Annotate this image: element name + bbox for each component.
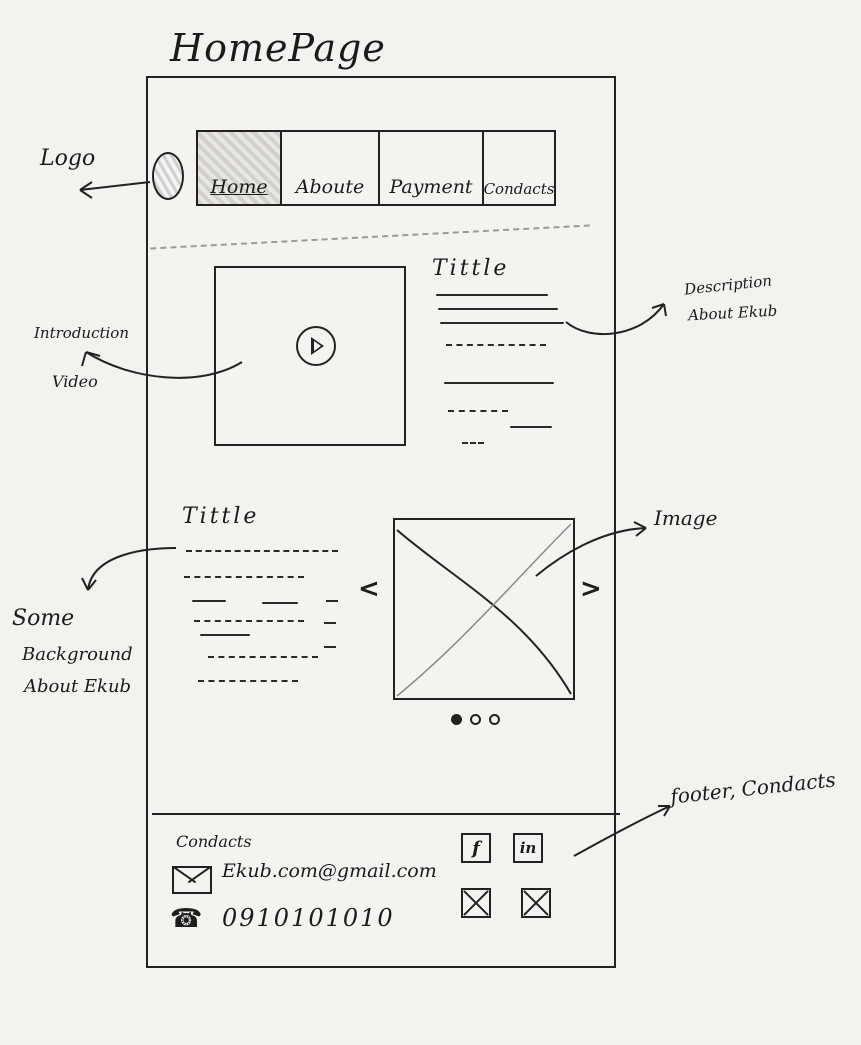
annotation-background-2: Background	[22, 644, 133, 665]
intro-title: Tittle	[432, 256, 510, 281]
carousel-next-button[interactable]: >	[580, 574, 602, 604]
carousel-prev-button[interactable]: <	[358, 574, 380, 604]
image-placeholder-icon	[396, 523, 572, 697]
nav-bar: Home Aboute Payment Condacts	[196, 130, 556, 206]
nav-item-contacts[interactable]: Condacts	[483, 180, 555, 198]
linkedin-icon[interactable]: in	[513, 833, 543, 863]
mail-icon	[172, 866, 212, 894]
footer	[152, 813, 620, 970]
nav-item-payment[interactable]: Payment	[380, 132, 484, 204]
nav-item-home[interactable]: Home	[198, 132, 282, 204]
annotation-intro-video-2: Video	[52, 372, 98, 391]
annotation-description-1: Description	[683, 271, 773, 299]
annotation-image: Image	[654, 506, 718, 530]
intro-video[interactable]	[214, 266, 406, 446]
footer-phone[interactable]: 0910101010	[222, 904, 395, 932]
annotation-footer: footer, Condacts	[669, 767, 837, 809]
annotation-logo: Logo	[40, 146, 96, 171]
social-placeholder-icon[interactable]	[461, 888, 491, 918]
background-title: Tittle	[182, 504, 260, 529]
play-icon[interactable]	[296, 326, 336, 366]
carousel-dot[interactable]	[470, 714, 481, 725]
carousel-dot[interactable]	[489, 714, 500, 725]
logo[interactable]	[152, 152, 184, 200]
facebook-icon[interactable]: f	[461, 833, 491, 863]
footer-email[interactable]: Ekub.com@gmail.com	[222, 860, 437, 882]
page-title: HomePage	[170, 26, 386, 70]
footer-heading: Condacts	[176, 832, 252, 851]
nav-item-about[interactable]: Aboute	[282, 132, 380, 204]
annotation-background-1: Some	[12, 606, 75, 631]
annotation-description-2: About Ekub	[687, 301, 778, 325]
carousel-image	[393, 518, 575, 700]
carousel-dot-active[interactable]	[451, 714, 462, 725]
annotation-background-3: About Ekub	[24, 676, 132, 697]
social-placeholder-icon[interactable]	[521, 888, 551, 918]
annotation-intro-video-1: Introduction	[34, 324, 129, 342]
phone-icon: ☎	[170, 904, 203, 934]
